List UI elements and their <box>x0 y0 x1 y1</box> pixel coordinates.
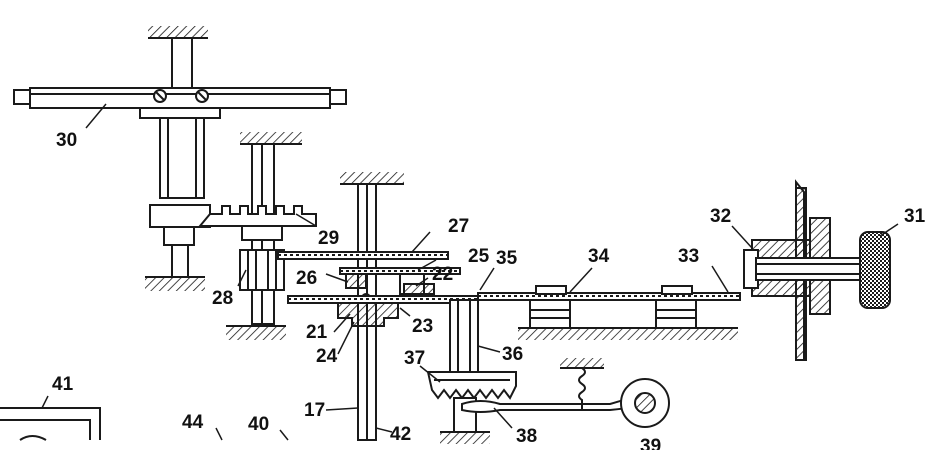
label-34: 34 <box>588 246 610 267</box>
label-27: 27 <box>448 216 469 237</box>
label-39: 39 <box>640 436 661 450</box>
label-29: 29 <box>318 228 339 249</box>
wheel-27-group <box>277 251 479 304</box>
wheel-train-34-33 <box>477 285 741 340</box>
bearing-32-crown-31 <box>743 179 891 361</box>
label-36: 36 <box>502 344 523 365</box>
gear-29 <box>197 205 317 227</box>
label-41: 41 <box>52 374 74 395</box>
label-35: 35 <box>496 248 518 269</box>
label-42: 42 <box>390 424 411 445</box>
label-31: 31 <box>904 206 926 227</box>
lower-left-part-41 <box>0 407 101 441</box>
label-30: 30 <box>56 130 77 151</box>
label-22: 22 <box>432 264 453 285</box>
reference-labels: 30 29 28 27 26 25 22 35 34 33 32 31 21 2… <box>52 130 926 450</box>
label-25: 25 <box>468 246 490 267</box>
central-arbor <box>337 172 404 441</box>
balance-wheel-rim <box>29 87 331 109</box>
lever-38 <box>461 394 641 413</box>
label-21: 21 <box>306 322 328 343</box>
spring-icon <box>578 367 586 410</box>
gear-29-28-assembly <box>197 132 317 340</box>
label-28: 28 <box>212 288 233 309</box>
crown-wheel-37 <box>426 371 517 400</box>
label-23: 23 <box>412 316 433 337</box>
label-17: 17 <box>304 400 325 421</box>
label-40: 40 <box>248 414 269 435</box>
label-24: 24 <box>316 346 338 367</box>
leader-lines <box>41 103 899 441</box>
label-37: 37 <box>404 348 425 369</box>
balance-wheel-assembly <box>13 26 347 291</box>
label-26: 26 <box>296 268 317 289</box>
arbor-36-assembly <box>426 299 517 444</box>
label-44: 44 <box>182 412 204 433</box>
crown-31 <box>859 231 891 309</box>
top-mount-hatch <box>148 26 208 38</box>
label-38: 38 <box>516 426 537 447</box>
lever-38-assembly <box>461 358 670 428</box>
label-33: 33 <box>678 246 699 267</box>
label-32: 32 <box>710 206 731 227</box>
